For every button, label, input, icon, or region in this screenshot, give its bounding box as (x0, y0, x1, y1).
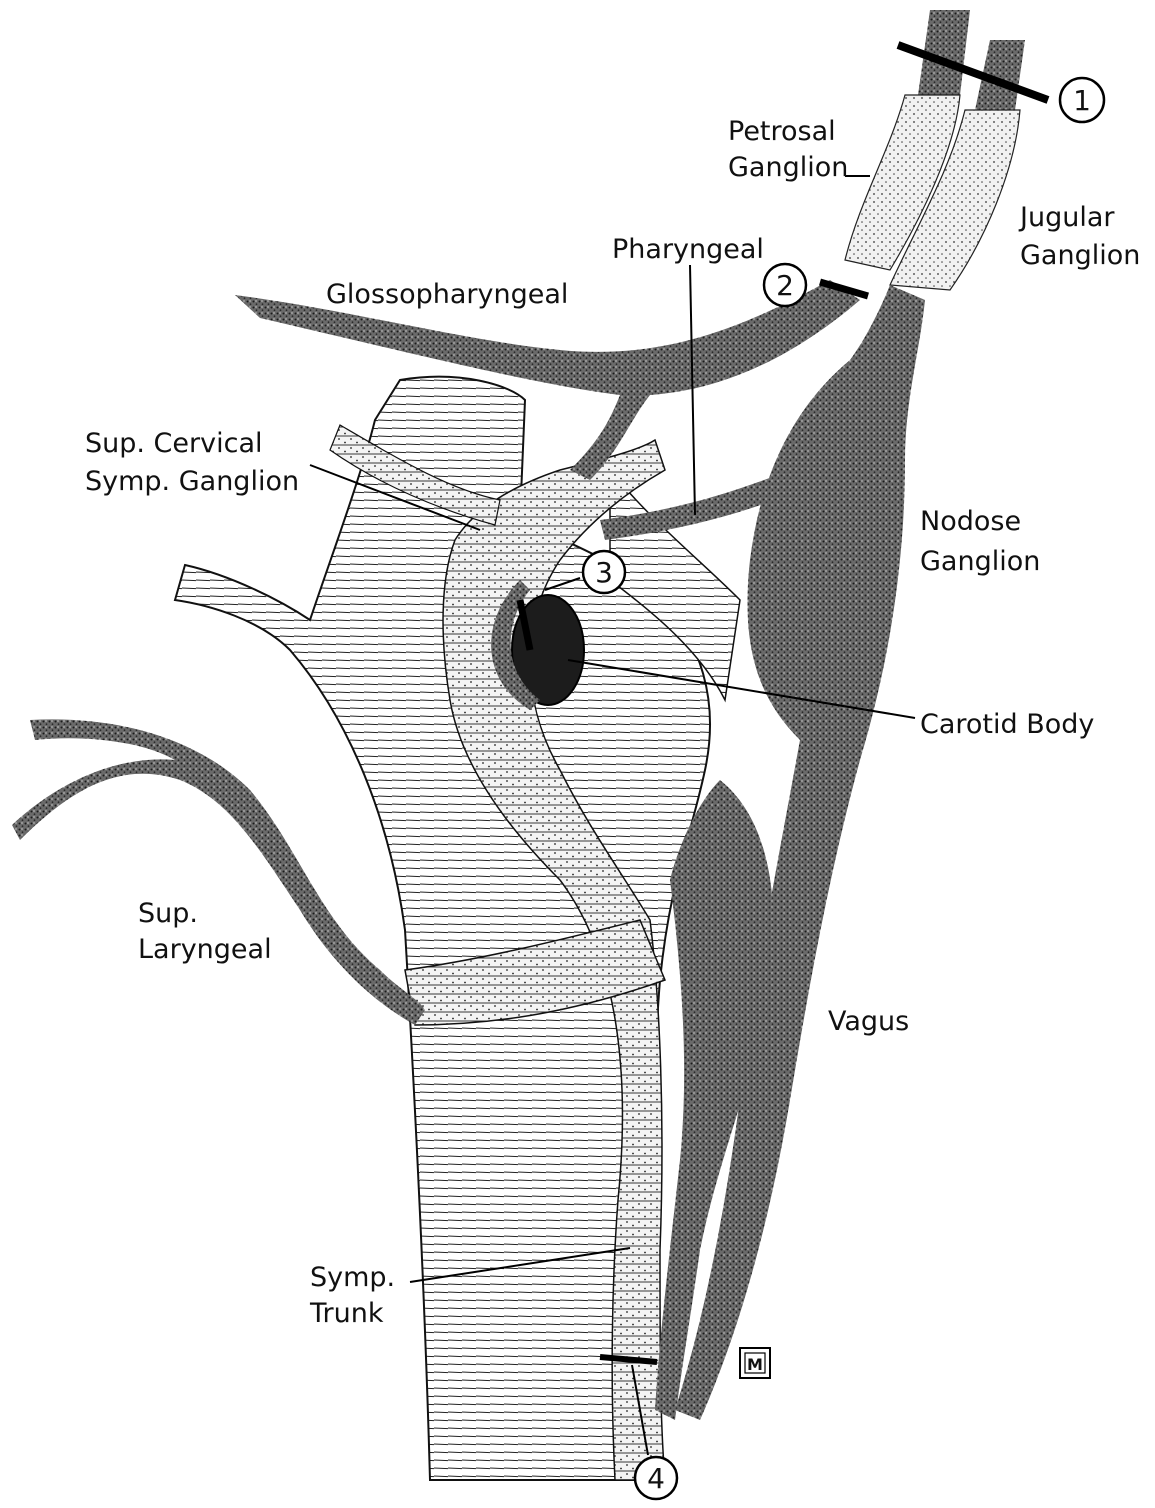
label-sup-cervical-ganglion: Sup. Cervical Symp. Ganglion (85, 428, 299, 497)
marker-2: 2 (764, 264, 806, 306)
label-jugular-ganglion: Jugular Ganglion (1018, 202, 1140, 271)
svg-text:Nodose: Nodose (920, 506, 1021, 537)
svg-text:Ganglion: Ganglion (920, 546, 1040, 577)
label-petrosal-ganglion: Petrosal Ganglion (728, 116, 848, 183)
svg-text:Symp. Ganglion: Symp. Ganglion (85, 466, 299, 497)
svg-text:3: 3 (595, 556, 613, 589)
label-nodose-ganglion: Nodose Ganglion (920, 506, 1040, 577)
marker-3: 3 (583, 551, 625, 593)
svg-text:4: 4 (647, 1462, 665, 1495)
label-pharyngeal: Pharyngeal (612, 234, 764, 265)
svg-text:Sup. Cervical: Sup. Cervical (85, 428, 263, 459)
svg-text:Sup.: Sup. (138, 898, 198, 929)
svg-text:M: M (747, 1355, 763, 1374)
glossopharyngeal-nerve (235, 280, 860, 480)
label-vagus: Vagus (828, 1006, 909, 1037)
svg-text:Laryngeal: Laryngeal (138, 934, 272, 965)
marker-4: 4 (635, 1457, 677, 1499)
svg-text:Trunk: Trunk (309, 1298, 384, 1329)
label-symp-trunk: Symp. Trunk (309, 1262, 395, 1329)
label-sup-laryngeal: Sup. Laryngeal (138, 898, 272, 965)
svg-text:Ganglion: Ganglion (728, 152, 848, 183)
svg-text:1: 1 (1073, 84, 1091, 117)
label-carotid-body: Carotid Body (920, 709, 1094, 740)
marker-1: 1 (1060, 78, 1104, 122)
svg-text:Jugular: Jugular (1018, 202, 1115, 233)
svg-text:Symp.: Symp. (310, 1262, 395, 1293)
label-glossopharyngeal: Glossopharyngeal (326, 279, 568, 310)
svg-text:Petrosal: Petrosal (728, 116, 836, 147)
svg-text:Ganglion: Ganglion (1020, 240, 1140, 271)
artist-monogram: M (740, 1348, 770, 1378)
svg-text:2: 2 (776, 269, 794, 302)
